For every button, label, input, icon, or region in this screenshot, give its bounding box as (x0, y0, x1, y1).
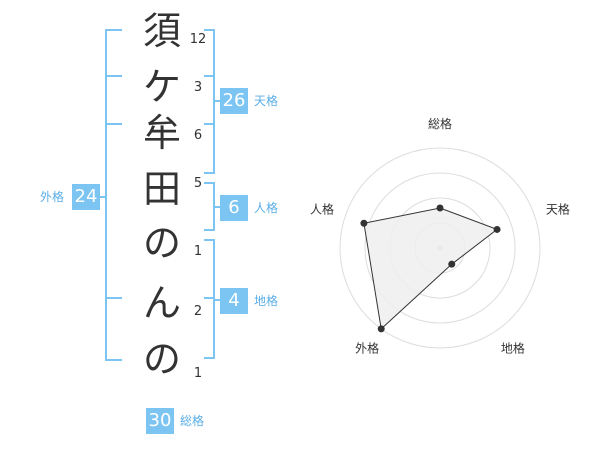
radar-ring (339, 147, 541, 349)
tenkaku-bracket (204, 29, 215, 174)
chikaku-label: 地格 (254, 294, 279, 308)
soukaku-label: 総格 (180, 414, 205, 428)
radar-point-2 (493, 225, 501, 233)
radar-axis-label-5: 人格 (310, 202, 334, 217)
gaikaku-label: 外格 (40, 190, 65, 204)
radar-ring (364, 172, 516, 324)
stroke-count-3: 6 (193, 128, 203, 143)
radar-axis-label-4: 外格 (355, 340, 379, 355)
jinkaku-label: 人格 (254, 201, 279, 215)
name-char-6: ん (142, 281, 181, 325)
stroke-count-5: 1 (193, 244, 203, 259)
radar-point-3 (448, 260, 456, 268)
name-char-5: の (142, 221, 181, 265)
name-char-4: 田 (142, 167, 181, 211)
soukaku-value: 30 (146, 408, 174, 434)
radar-polygon (363, 207, 499, 330)
name-char-3: 牟 (142, 111, 181, 155)
radar-axis-label-2: 天格 (546, 202, 570, 217)
name-char-7: の (142, 337, 181, 381)
radar-point-1 (436, 204, 444, 212)
stroke-count-6: 2 (193, 304, 203, 319)
radar-point-5 (360, 219, 368, 227)
radar-axis-label-1: 総格 (428, 116, 452, 131)
jinkaku-bracket (204, 182, 215, 231)
stroke-count-2: 3 (193, 80, 203, 95)
radar-axis-label-3: 地格 (501, 340, 525, 355)
gaikaku-value: 24 (72, 184, 100, 210)
tenkaku-label: 天格 (254, 94, 279, 108)
chikaku-value: 4 (220, 288, 248, 314)
stroke-count-4: 5 (193, 176, 203, 191)
gaikaku-bracket (105, 29, 122, 361)
stroke-count-7: 1 (193, 366, 203, 381)
name-char-1: 須 (142, 9, 181, 53)
radar-point-4 (377, 325, 385, 333)
name-char-2: ケ (142, 65, 181, 109)
tenkaku-value: 26 (220, 88, 248, 114)
stroke-count-1: 12 (189, 32, 207, 47)
jinkaku-value: 6 (220, 195, 248, 221)
